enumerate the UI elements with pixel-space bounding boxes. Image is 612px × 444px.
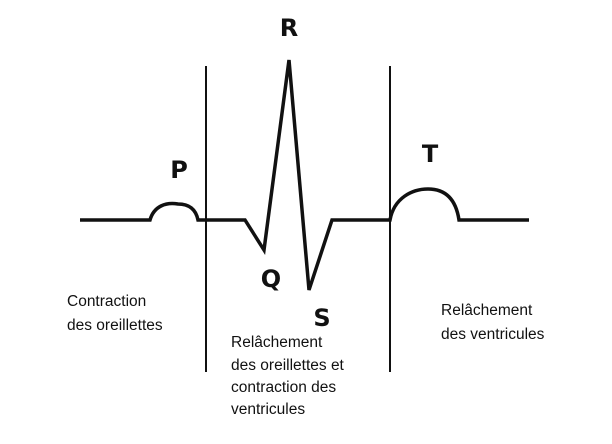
phase-caption-line: Contraction (67, 293, 146, 310)
phase-caption-right: Relâchement des ventricules (441, 302, 545, 343)
phase-caption-line: Relâchement (441, 302, 533, 319)
phase-caption-line: ventricules (231, 401, 305, 418)
wave-label-p: P (170, 156, 188, 184)
wave-label-q: Q (261, 265, 281, 293)
phase-caption-left: Contraction des oreillettes (67, 293, 163, 334)
phase-caption-line: des oreillettes et (231, 357, 345, 374)
wave-label-t: T (422, 140, 439, 168)
phase-caption-line: Relâchement (231, 334, 323, 351)
ecg-trace (80, 59, 529, 291)
phase-caption-line: des oreillettes (67, 317, 163, 334)
phase-caption-line: contraction des (231, 379, 336, 396)
phase-caption-middle: Relâchement des oreillettes et contracti… (231, 334, 348, 418)
wave-label-s: S (313, 304, 330, 332)
wave-label-r: R (280, 14, 298, 42)
phase-caption-line: des ventricules (441, 326, 545, 343)
